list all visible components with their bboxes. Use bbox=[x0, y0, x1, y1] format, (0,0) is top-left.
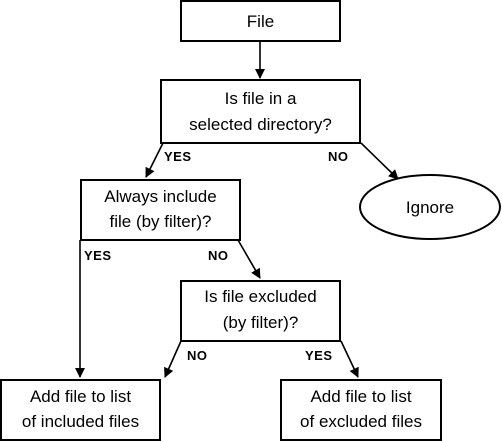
edge-label-selected-no: NO bbox=[328, 149, 349, 164]
node-file: File bbox=[180, 0, 341, 42]
node-always-include-line2: file (by filter)? bbox=[109, 212, 211, 231]
node-in-selected-directory: Is file in a selected directory? bbox=[160, 79, 361, 144]
edge-excluded-yes bbox=[340, 340, 359, 378]
node-add-included: Add file to list of included files bbox=[0, 379, 161, 441]
edge-selected-yes bbox=[145, 142, 164, 178]
node-add-excluded-line2: of excluded files bbox=[300, 412, 422, 431]
edge-selected-no bbox=[360, 142, 399, 180]
node-is-excluded: Is file excluded (by filter)? bbox=[180, 280, 341, 342]
node-in-selected-directory-line2: selected directory? bbox=[189, 115, 332, 134]
node-ignore-label: Ignore bbox=[406, 198, 454, 217]
node-ignore: Ignore bbox=[359, 174, 501, 240]
edge-label-include-no: NO bbox=[208, 248, 229, 263]
node-file-label: File bbox=[247, 12, 274, 31]
node-always-include-line1: Always include bbox=[104, 187, 216, 206]
node-is-excluded-line1: Is file excluded bbox=[204, 287, 316, 306]
node-add-included-line2: of included files bbox=[22, 412, 139, 431]
node-add-included-line1: Add file to list bbox=[30, 387, 131, 406]
edge-label-excluded-yes: YES bbox=[305, 348, 333, 363]
edge-label-excluded-no: NO bbox=[187, 348, 208, 363]
edge-excluded-no bbox=[164, 340, 182, 378]
node-is-excluded-line2: (by filter)? bbox=[223, 313, 299, 332]
node-always-include: Always include file (by filter)? bbox=[80, 179, 241, 241]
edge-label-include-yes: YES bbox=[84, 248, 112, 263]
edge-label-selected-yes: YES bbox=[164, 149, 192, 164]
edge-include-no bbox=[237, 239, 261, 279]
node-in-selected-directory-line1: Is file in a bbox=[225, 89, 297, 108]
node-add-excluded-line1: Add file to list bbox=[310, 387, 411, 406]
node-add-excluded: Add file to list of excluded files bbox=[280, 379, 442, 441]
